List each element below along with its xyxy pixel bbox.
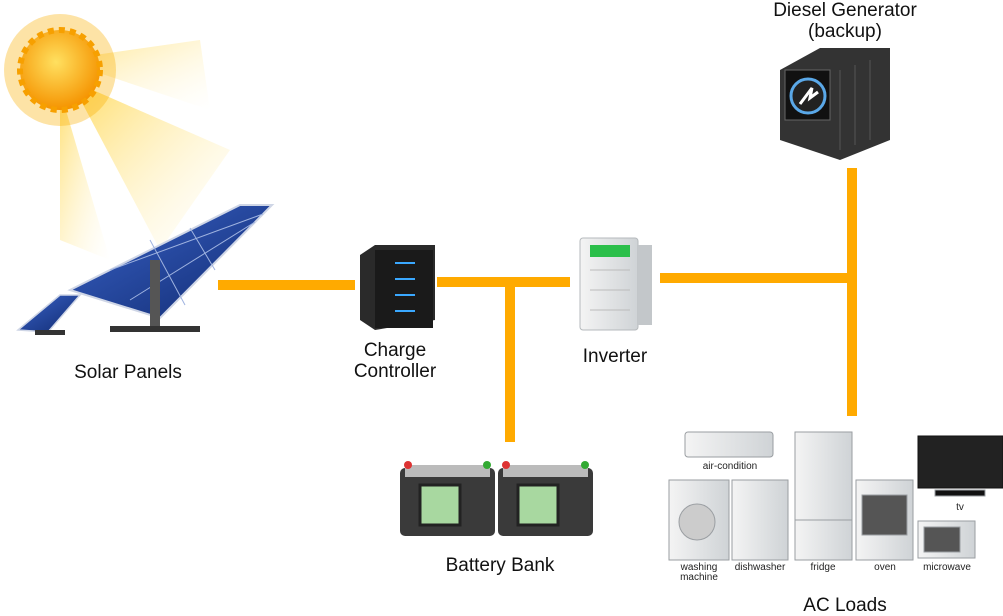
fridge-icon [794, 431, 853, 561]
air-conditioner-icon [684, 431, 774, 458]
tv-label: tv [956, 502, 964, 513]
dishwasher-label: dishwasher [734, 562, 786, 573]
solar-panels-label: Solar Panels [74, 362, 182, 383]
tv-icon [917, 435, 1003, 489]
label-line: Diesel Generator [773, 0, 917, 21]
battery-icon [498, 461, 593, 536]
label-line: washing [680, 562, 718, 573]
battery-icon [400, 461, 495, 536]
wire-to-battery [505, 277, 515, 442]
wires [218, 168, 857, 442]
wire-generator [847, 168, 857, 416]
label-line: Charge [363, 340, 427, 361]
label-line: (backup) [808, 21, 882, 42]
solar-panels-icon [16, 204, 275, 335]
fridge-label: fridge [810, 562, 836, 573]
battery-bank-label: Battery Bank [445, 555, 555, 576]
wire-controller-to-inverter [437, 277, 570, 287]
inverter-label: Inverter [582, 346, 648, 367]
oven-label: oven [874, 562, 896, 573]
battery-bank-icon [400, 461, 593, 536]
wire-solar-to-controller [218, 280, 355, 290]
diesel-generator-icon [780, 48, 890, 160]
label-line: machine [680, 572, 718, 583]
sun-icon [4, 14, 230, 260]
charge-controller-icon [360, 245, 435, 330]
inverter-icon [579, 237, 652, 331]
washing-machine-label: washing machine [664, 563, 734, 583]
label-line: Controller [353, 361, 437, 382]
charge-controller-label: Charge Controller [330, 340, 460, 382]
ac-loads-icons [668, 431, 1003, 561]
air-condition-label: air-condition [702, 461, 758, 472]
microwave-label: microwave [923, 562, 971, 573]
ac-loads-label: AC Loads [803, 595, 887, 616]
diesel-generator-label: Diesel Generator (backup) [740, 0, 950, 42]
wire-inverter-to-loads [660, 273, 857, 283]
dishwasher-icon [731, 479, 789, 561]
